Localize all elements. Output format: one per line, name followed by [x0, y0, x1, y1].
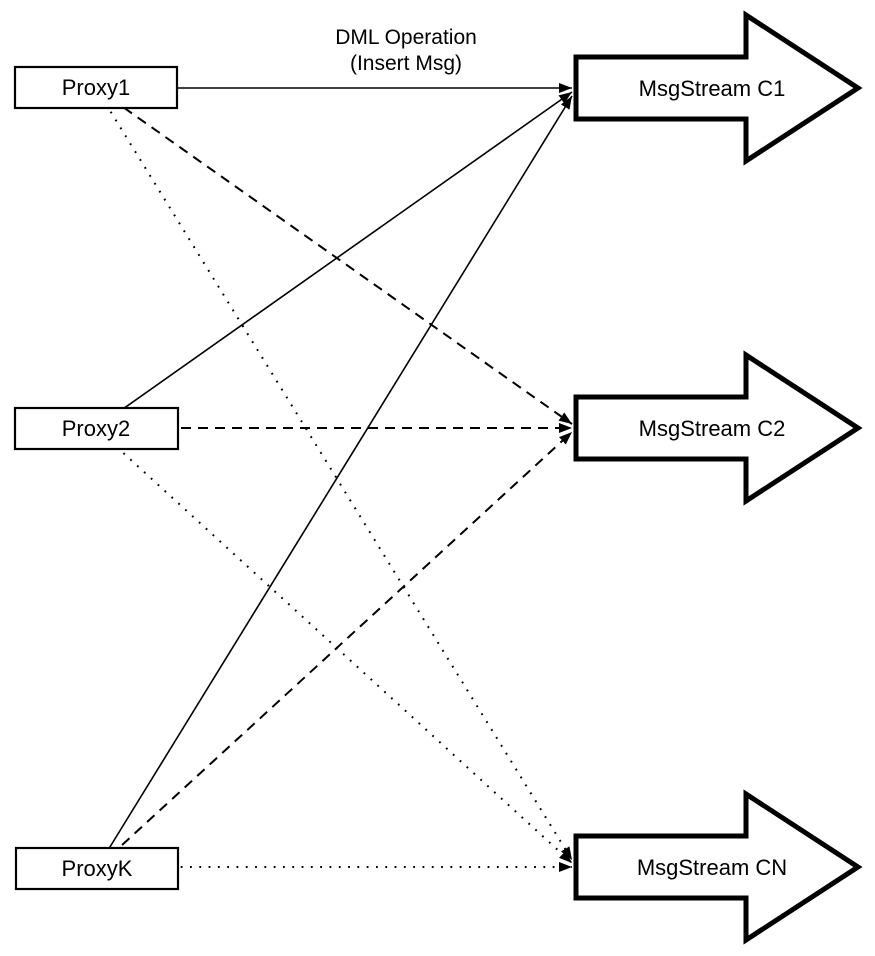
edge-proxyk-msgstream-c2-dashed — [96, 431, 573, 869]
edge-group — [95, 83, 573, 872]
edge-annotation-line2: (Insert Msg) — [350, 52, 462, 75]
edge-proxy1-msgstream-c2-dashed — [95, 87, 573, 425]
proxy2-box — [13, 406, 180, 451]
proxy-node-proxy2: Proxy2 — [13, 406, 180, 451]
edge-proxyk-msgstream-c1-solid — [96, 95, 573, 869]
stream-node-msgstream-c2: MsgStream C2 — [573, 350, 863, 506]
msgstream-c1-arrow-shape — [573, 10, 863, 166]
stream-node-msgstream-c1: MsgStream C1 — [573, 10, 863, 166]
proxy-node-proxyk: ProxyK — [14, 846, 180, 891]
edge-proxy1-msgstream-cn-dotted — [95, 87, 573, 861]
edge-annotation: DML Operation (Insert Msg) — [335, 26, 477, 75]
proxy-node-proxy1: Proxy1 — [13, 65, 179, 110]
proxyk-box — [14, 846, 180, 891]
msgstream-c1-label: MsgStream C1 — [639, 76, 786, 101]
msgstream-cn-label: MsgStream CN — [637, 855, 787, 880]
proxy2-label: Proxy2 — [62, 416, 130, 441]
edge-annotation-line1: DML Operation — [335, 26, 477, 49]
proxyk-label: ProxyK — [62, 856, 133, 881]
stream-node-msgstream-cn: MsgStream CN — [573, 789, 863, 945]
proxy1-label: Proxy1 — [62, 75, 130, 100]
proxy1-box — [13, 65, 179, 110]
msgstream-c2-label: MsgStream C2 — [639, 416, 786, 441]
edge-proxy2-msgstream-c1-solid — [95, 91, 573, 429]
msgstream-cn-arrow-shape — [573, 789, 863, 945]
edge-proxy2-msgstream-cn-dotted — [95, 427, 573, 864]
msgstream-c2-arrow-shape — [573, 350, 863, 506]
